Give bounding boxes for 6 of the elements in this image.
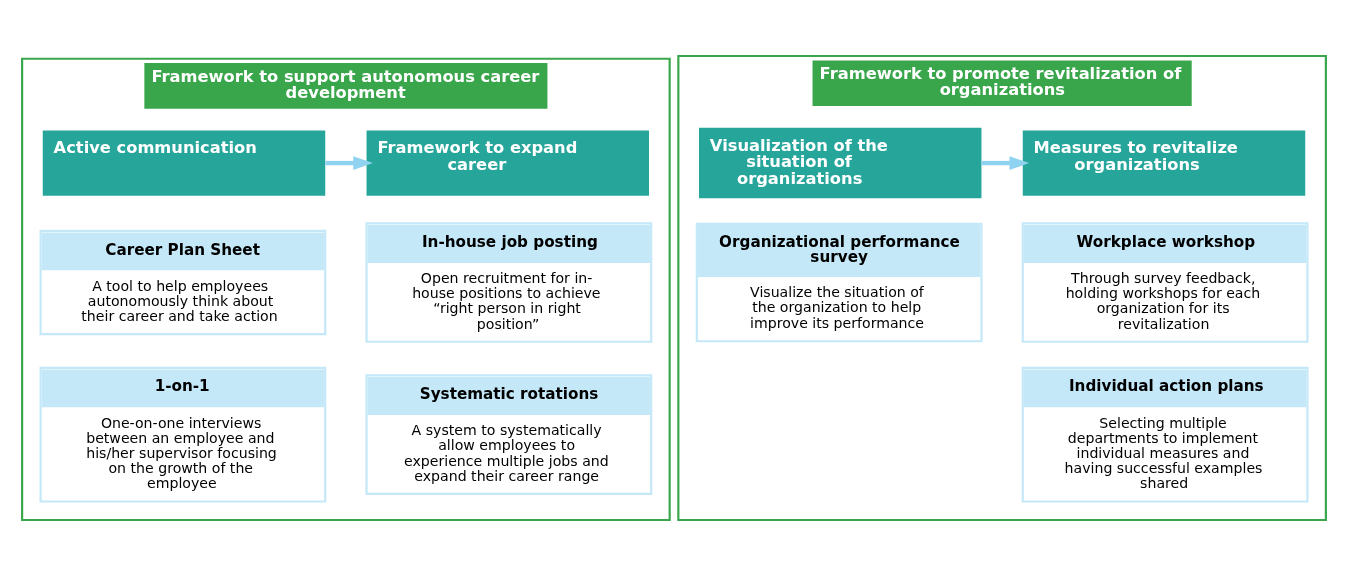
node-box: Measures to revitalize organizations <box>1022 129 1306 196</box>
node-box: Visualization of the situation of organizations <box>699 127 982 198</box>
node-box: Active communication <box>42 129 326 196</box>
arrow <box>981 155 1030 170</box>
arrow <box>325 155 373 170</box>
node-box: Framework to expand career <box>366 129 649 196</box>
